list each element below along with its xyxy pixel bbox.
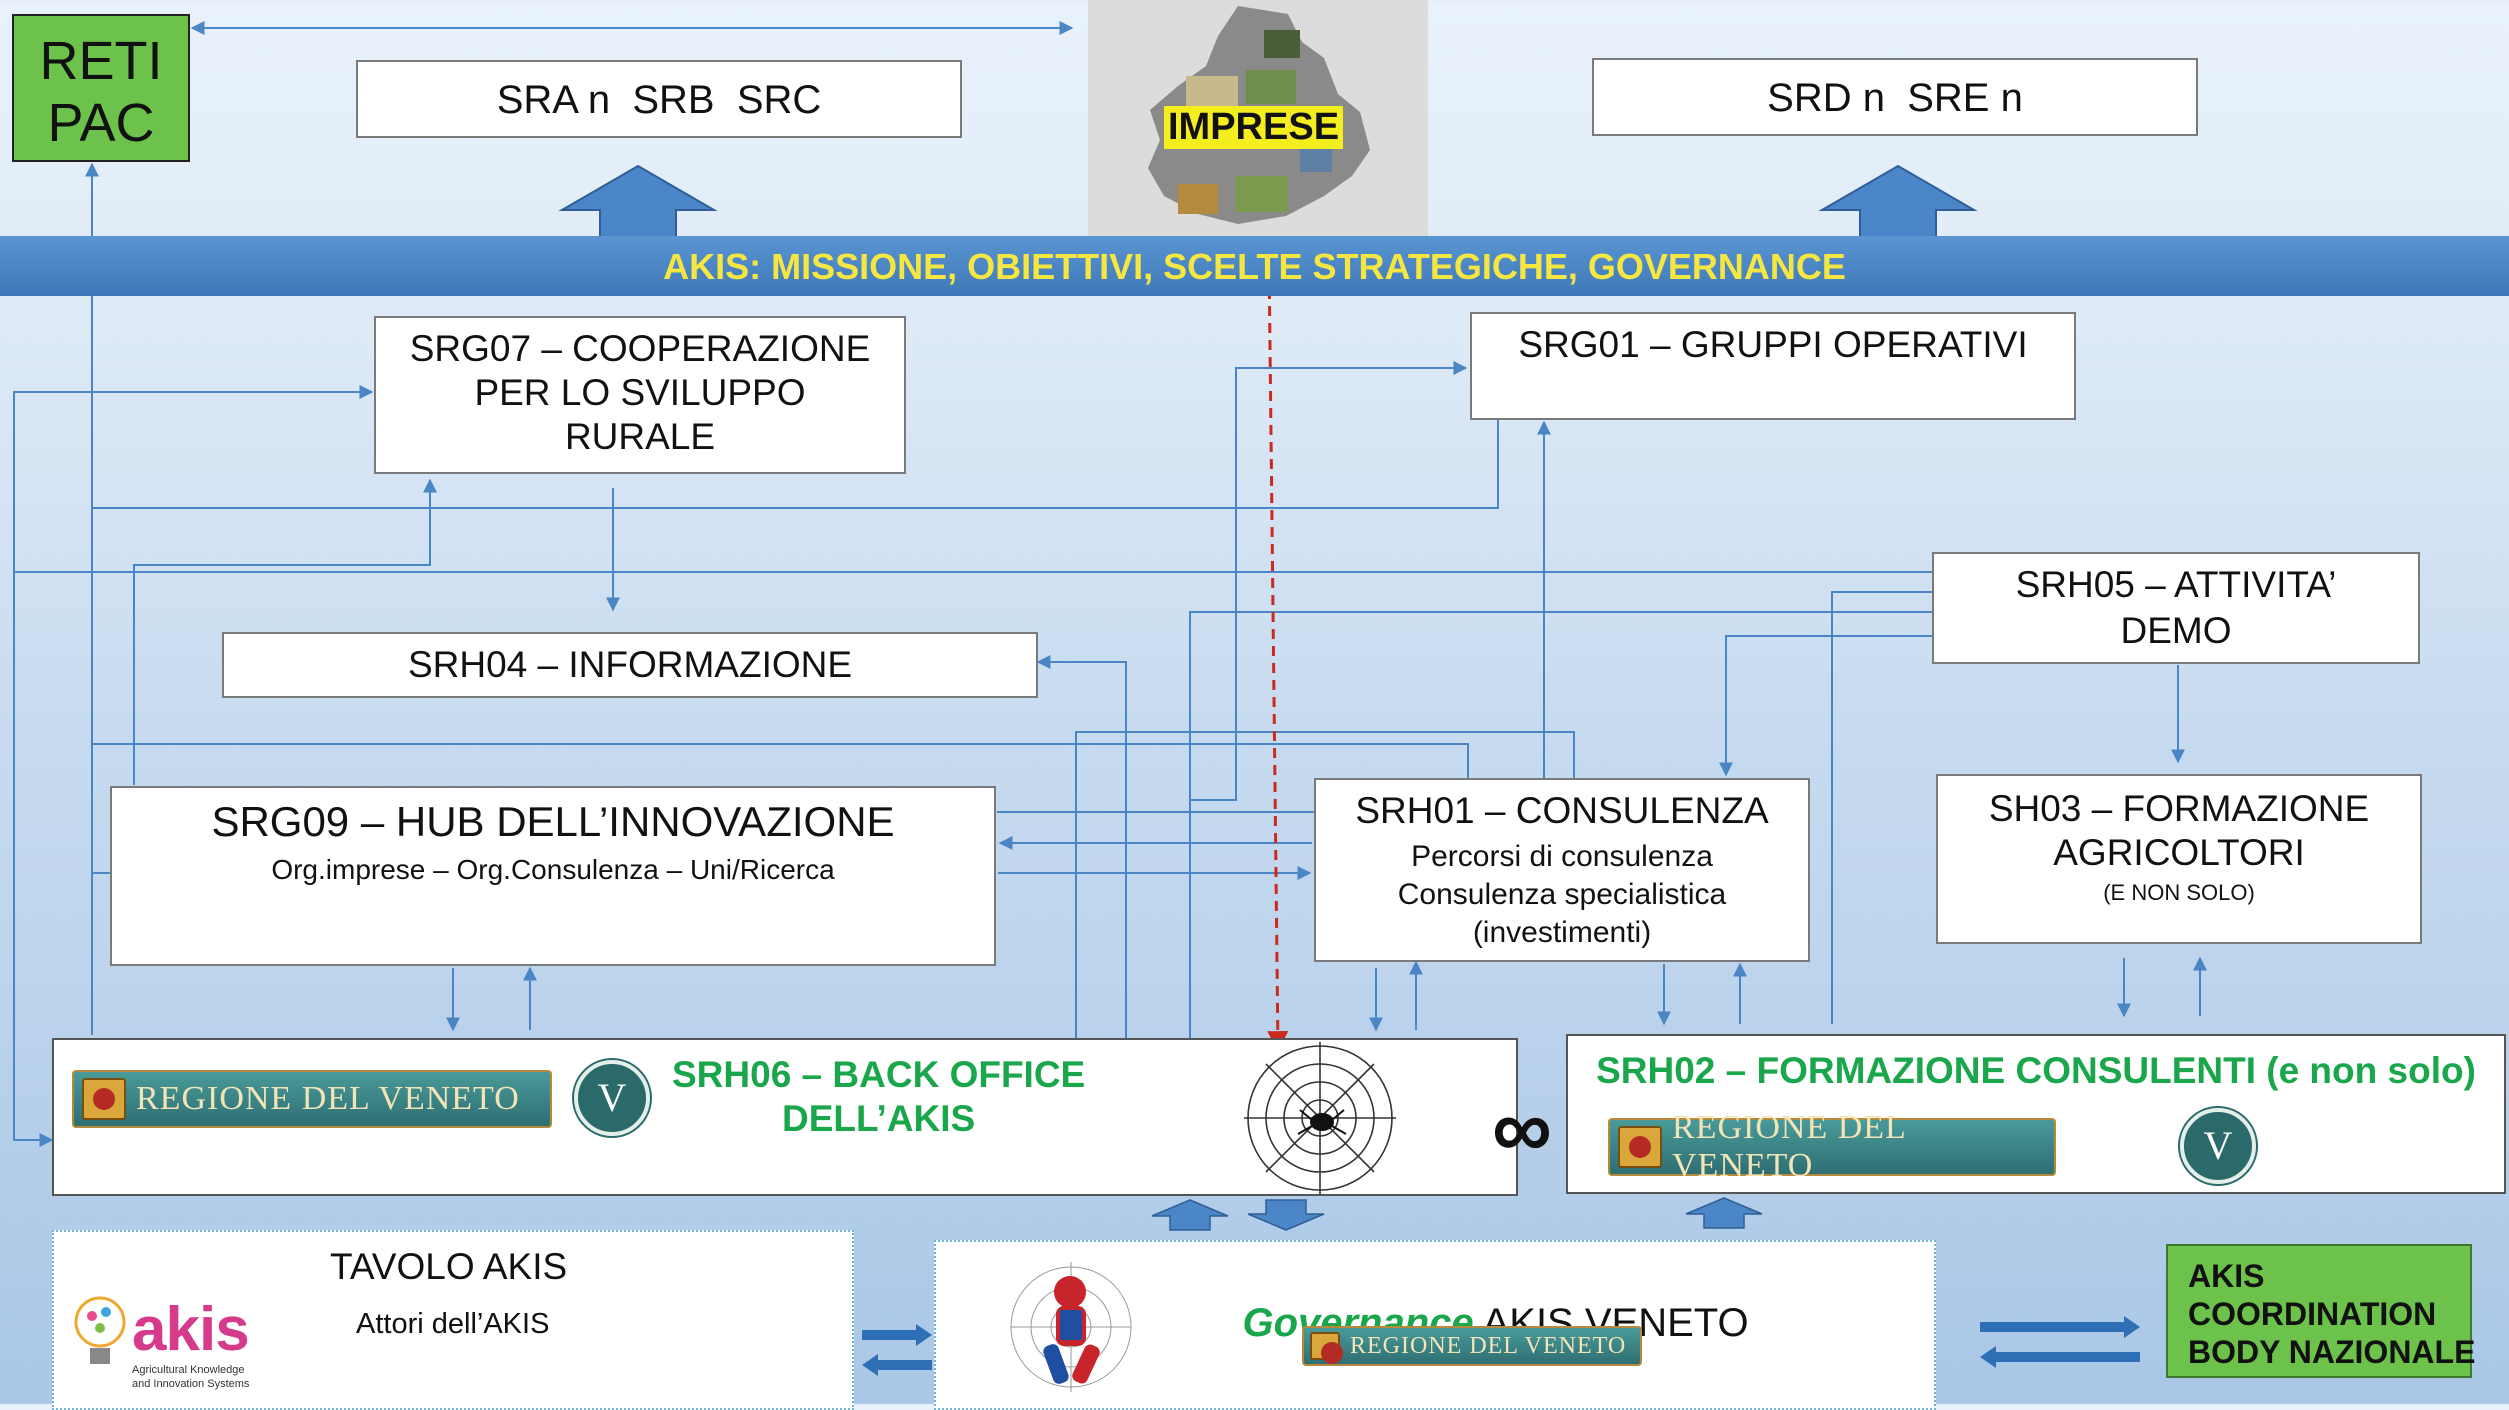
tavolo-title: TAVOLO AKIS — [330, 1246, 568, 1287]
sh03-line1: SH03 – FORMAZIONE — [1988, 788, 2370, 829]
veneto-agricoltura-logo-2: V — [2180, 1108, 2256, 1184]
akis-banner: AKIS: MISSIONE, OBIETTIVI, SCELTE STRATE… — [0, 236, 2509, 296]
coordination-line3: BODY NAZIONALE — [2188, 1334, 2476, 1370]
srh04-box: SRH04 – INFORMAZIONE — [222, 632, 1038, 698]
spider-web-icon — [1244, 1042, 1396, 1194]
srh02-box: SRH02 – FORMAZIONE CONSULENTI (e non sol… — [1566, 1034, 2506, 1194]
srg01-to-backoffice — [1189, 611, 1932, 1044]
sra-srb-src-box: SRA n SRB SRC — [356, 60, 962, 138]
akis-logo-line1: Agricultural Knowledge — [132, 1364, 245, 1376]
sh03-box: SH03 – FORMAZIONE AGRICOLTORI (E NON SOL… — [1936, 774, 2422, 944]
srg09-box: SRG09 – HUB DELL’INNOVAZIONE Org.imprese… — [110, 786, 996, 966]
akis-logo: akis Agricultural Knowledge and Innovati… — [70, 1288, 270, 1398]
veneto-logo-letter: V — [597, 1075, 627, 1120]
srh06-line1: SRH06 – BACK OFFICE — [672, 1054, 1086, 1095]
srg01-loop — [92, 420, 1499, 509]
srh01-title: SRH01 – CONSULENZA — [1355, 790, 1769, 831]
reti-pac-line2: PAC — [47, 93, 155, 153]
spiderman-icon — [1010, 1262, 1132, 1392]
veneto-agricoltura-logo: V — [574, 1060, 650, 1136]
srh05-to-srh02 — [1831, 591, 1932, 1024]
reti-pac-box: RETI PAC — [12, 14, 190, 162]
imprese-label: IMPRESE — [1164, 106, 1344, 149]
imprese-backoffice-dashed — [1257, 167, 1289, 1053]
akis-logo-word: akis — [132, 1295, 250, 1364]
regione-veneto-logo-2: REGIONE DEL VENETO — [1608, 1109, 2056, 1184]
governance-coordination-arrows — [1980, 1316, 2140, 1368]
lion-crest-icon-3 — [1310, 1332, 1343, 1364]
srg01-box: SRG01 – GRUPPI OPERATIVI — [1470, 312, 2076, 420]
reti-pac-line1: RETI — [39, 31, 163, 91]
tavolo-subtitle: Attori dell’AKIS — [356, 1308, 550, 1340]
coordination-line1: AKIS — [2188, 1258, 2265, 1294]
imprese-map-image: IMPRESE — [1088, 0, 1428, 240]
srg01-label: SRG01 – GRUPPI OPERATIVI — [1518, 324, 2028, 365]
to-srg01 — [1190, 361, 1468, 801]
srg09-subtitle: Org.imprese – Org.Consulenza – Uni/Ricer… — [271, 854, 835, 885]
srh01-box: SRH01 – CONSULENZA Percorsi di consulenz… — [1314, 778, 1810, 962]
srh06-line2: DELL’AKIS — [782, 1098, 976, 1139]
sh03-line3: (E NON SOLO) — [2103, 880, 2255, 905]
regione-veneto-logo-3: REGIONE DEL VENETO — [1302, 1326, 1642, 1366]
tavolo-akis-box: TAVOLO AKIS Attori dell’AKIS akis Agricu… — [52, 1230, 854, 1410]
srh01-line1: Percorsi di consulenza — [1411, 840, 1713, 873]
srg09-title: SRG09 – HUB DELL’INNOVAZIONE — [211, 798, 895, 845]
srg07-box: SRG07 – COOPERAZIONE PER LO SVILUPPO RUR… — [374, 316, 906, 474]
srh01-top-link — [92, 743, 1469, 778]
small-up-arrow — [1151, 1199, 1229, 1231]
srd-sre-box: SRD n SRE n — [1592, 58, 2198, 136]
srh04-label: SRH04 – INFORMAZIONE — [407, 644, 853, 685]
akis-logo-line2: and Innovation Systems — [132, 1378, 250, 1390]
srh04-link — [1036, 655, 1127, 1038]
veneto-logo-letter-2: V — [2203, 1123, 2233, 1168]
governance-box: Governance AKIS VENETO REGIONE DEL VENET… — [934, 1240, 1936, 1410]
small-down-arrow — [1247, 1199, 1325, 1231]
infinity-symbol: ∞ — [1492, 1081, 1552, 1175]
regione-logo-text-3: REGIONE DEL VENETO — [1350, 1332, 1627, 1359]
srh01-line2: Consulenza specialistica — [1397, 878, 1727, 911]
small-up-arrow-2 — [1685, 1197, 1763, 1229]
backoffice-to-hub — [1075, 731, 1575, 1038]
srh05-to-srh01 — [1719, 635, 1932, 777]
tavolo-governance-arrows — [862, 1324, 932, 1376]
lion-crest-icon — [82, 1078, 126, 1120]
sh03-line2: AGRICOLTORI — [2053, 832, 2305, 873]
srg07-line3: RURALE — [564, 416, 716, 457]
srh01-line3: (investimenti) — [1472, 916, 1652, 949]
governance-title: Governance AKIS VENETO — [1198, 1256, 1748, 1391]
regione-veneto-logo: REGIONE DEL VENETO — [72, 1070, 552, 1128]
lightbulb-icon — [74, 1296, 126, 1364]
regione-logo-text: REGIONE DEL VENETO — [136, 1080, 520, 1117]
coordination-line2: COORDINATION — [2188, 1296, 2437, 1332]
srg07-line2: PER LO SVILUPPO — [474, 372, 806, 413]
srh05-line2: DEMO — [2120, 610, 2232, 651]
lion-crest-icon-2 — [1618, 1126, 1662, 1168]
srg09-to-srg07 — [133, 478, 437, 785]
outer-left-loop — [13, 391, 372, 1147]
srh02-label: SRH02 – FORMAZIONE CONSULENTI (e non sol… — [1596, 1050, 2476, 1091]
akis-coordination-box: AKIS COORDINATION BODY NAZIONALE — [2166, 1244, 2476, 1378]
sra-srb-src-label: SRA n SRB SRC — [496, 78, 822, 122]
srh06-box: REGIONE DEL VENETO V SRH06 – BACK OFFICE… — [52, 1038, 1518, 1196]
srh05-line1: SRH05 – ATTIVITA’ — [2015, 564, 2337, 605]
regione-logo-text-2: REGIONE DEL VENETO — [1672, 1109, 1906, 1184]
srg07-line1: SRG07 – COOPERAZIONE — [409, 328, 871, 369]
up-arrow-right — [1818, 164, 1978, 239]
akis-banner-text: AKIS: MISSIONE, OBIETTIVI, SCELTE STRATE… — [663, 246, 1846, 287]
srh05-box: SRH05 – ATTIVITA’ DEMO — [1932, 552, 2420, 664]
srd-sre-label: SRD n SRE n — [1767, 76, 2023, 120]
up-arrow-left — [558, 164, 718, 239]
